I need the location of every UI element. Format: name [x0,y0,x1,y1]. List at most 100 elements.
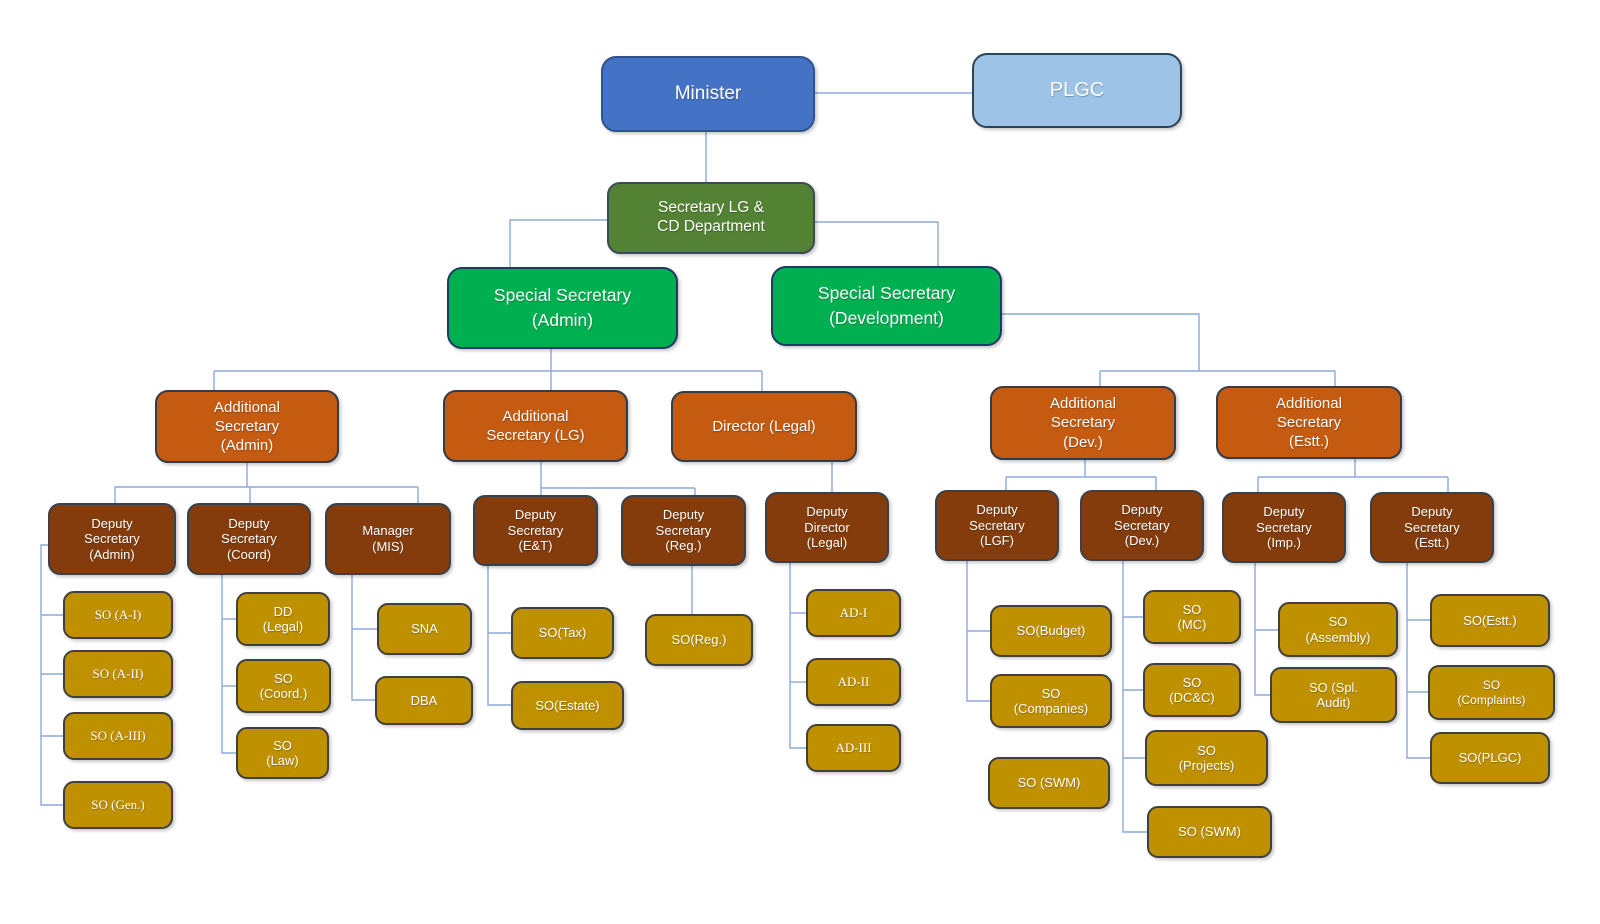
node-label: Special Secretary (Admin) [493,284,632,330]
node-label: SO(Reg.) [671,632,727,648]
node-label: Deputy Secretary (Reg.) [655,507,712,554]
node-dir_legal: Director (Legal) [671,391,857,462]
node-label: AD-II [837,674,870,690]
connector-line [966,561,990,702]
node-as_lg: Additional Secretary (LG) [443,390,628,462]
node-label: PLGC [1049,79,1105,102]
node-label: Deputy Secretary (LGF) [969,502,1025,549]
connector-line [1254,563,1270,696]
node-as_estt: Additional Secretary (Estt.) [1216,386,1402,459]
node-so_mc: SO (MC) [1143,590,1241,644]
node-ad1: AD-I [806,589,901,637]
node-label: SO (SWM) [1017,775,1081,791]
node-so_complaints: SO (Complaints) [1428,665,1555,720]
node-as_admin: Additional Secretary (Admin) [155,390,339,463]
node-minister: Minister [601,56,815,132]
node-label: Deputy Secretary (Dev.) [1114,502,1170,549]
node-so_tax: SO(Tax) [511,607,614,659]
node-label: SO(Budget) [1016,623,1086,639]
connector-line [509,219,607,267]
node-so_spl_audit: SO (Spl. Audit) [1270,667,1397,723]
node-label: SO (Gen.) [91,797,145,813]
node-label: Additional Secretary (Admin) [214,398,280,455]
node-so_plgc: SO(PLGC) [1430,732,1550,784]
connector-line [1122,561,1147,833]
node-so_coord: SO (Coord.) [236,659,331,713]
node-label: SO (SWM) [1178,824,1241,840]
node-ds_imp: Deputy Secretary (Imp.) [1222,492,1346,563]
node-label: Special Secretary (Development) [817,282,956,328]
node-as_dev: Additional Secretary (Dev.) [990,386,1176,460]
node-label: SNA [411,621,438,637]
node-label: SO (Coord.) [259,670,308,701]
node-so_estate: SO(Estate) [511,681,624,730]
node-label: SO (A-I) [94,607,142,623]
node-label: DBA [410,692,438,708]
node-ds_admin: Deputy Secretary (Admin) [48,503,176,575]
node-secretary: Secretary LG & CD Department [607,182,815,254]
node-mgr_mis: Manager (MIS) [325,503,451,575]
node-label: AD-III [835,740,872,756]
connector-line [351,575,375,701]
node-so_estt: SO(Estt.) [1430,594,1550,647]
node-label: SO(Estate) [535,697,600,713]
connector-line [40,544,63,806]
node-so_gen: SO (Gen.) [63,781,173,829]
node-ad3: AD-III [806,724,901,772]
node-so_projects: SO (Projects) [1145,730,1268,786]
node-label: Deputy Secretary (E&T) [507,507,564,554]
node-ss_admin: Special Secretary (Admin) [447,267,678,349]
node-dd_legal: Deputy Director (Legal) [765,492,889,563]
node-label: SO (Law) [266,737,299,768]
node-ds_estt: Deputy Secretary (Estt.) [1370,492,1494,563]
node-label: AD-I [839,605,868,621]
node-so_companies: SO (Companies) [990,674,1112,728]
node-label: Minister [674,83,742,105]
node-plgc: PLGC [972,53,1182,128]
node-so_budget: SO(Budget) [990,605,1112,657]
node-so_law: SO (Law) [236,727,329,779]
node-ds_coord: Deputy Secretary (Coord) [187,503,311,575]
node-label: SO(Tax) [538,625,587,641]
node-so_a2: SO (A-II) [63,650,173,698]
connector-line [1002,313,1200,371]
node-label: SO (A-II) [92,666,144,682]
node-label: Deputy Secretary (Imp.) [1256,504,1312,551]
connector-line [815,221,939,266]
node-label: SO (DC&C) [1169,674,1215,705]
node-label: Additional Secretary (Estt.) [1276,394,1342,451]
node-so_a3: SO (A-III) [63,712,173,760]
connector-line [221,575,236,754]
node-sna: SNA [377,603,472,655]
connector-line [789,563,806,749]
node-ds_reg: Deputy Secretary (Reg.) [621,495,746,566]
node-label: Manager (MIS) [362,523,414,554]
node-label: Deputy Secretary (Coord) [221,515,277,562]
node-ds_lgf: Deputy Secretary (LGF) [935,490,1059,561]
node-label: Deputy Director (Legal) [804,504,850,551]
node-label: SO (Projects) [1178,742,1235,773]
node-label: SO (Complaints) [1457,678,1526,707]
node-so_dcc: SO (DC&C) [1143,663,1241,717]
node-so_reg: SO(Reg.) [645,614,753,666]
node-label: SO (Spl. Audit) [1308,679,1359,710]
connector-line [487,566,511,706]
node-ds_et: Deputy Secretary (E&T) [473,495,598,566]
node-label: SO (Assembly) [1305,614,1371,645]
node-label: SO(Estt.) [1463,612,1517,628]
node-so_assembly: SO (Assembly) [1278,602,1398,657]
node-so_swm_dev: SO (SWM) [1147,806,1272,858]
node-label: Director (Legal) [712,417,816,435]
node-label: Secretary LG & CD Department [657,199,765,235]
node-label: DD (Legal) [262,603,304,634]
node-label: Additional Secretary (Dev.) [1050,395,1116,451]
connector-line [1406,563,1430,759]
node-so_swm_lgf: SO (SWM) [988,757,1110,809]
node-ss_dev: Special Secretary (Development) [771,266,1002,346]
node-dba: DBA [375,676,473,725]
node-so_a1: SO (A-I) [63,591,173,639]
node-label: Additional Secretary (LG) [486,407,585,444]
node-label: SO (MC) [1177,601,1207,632]
